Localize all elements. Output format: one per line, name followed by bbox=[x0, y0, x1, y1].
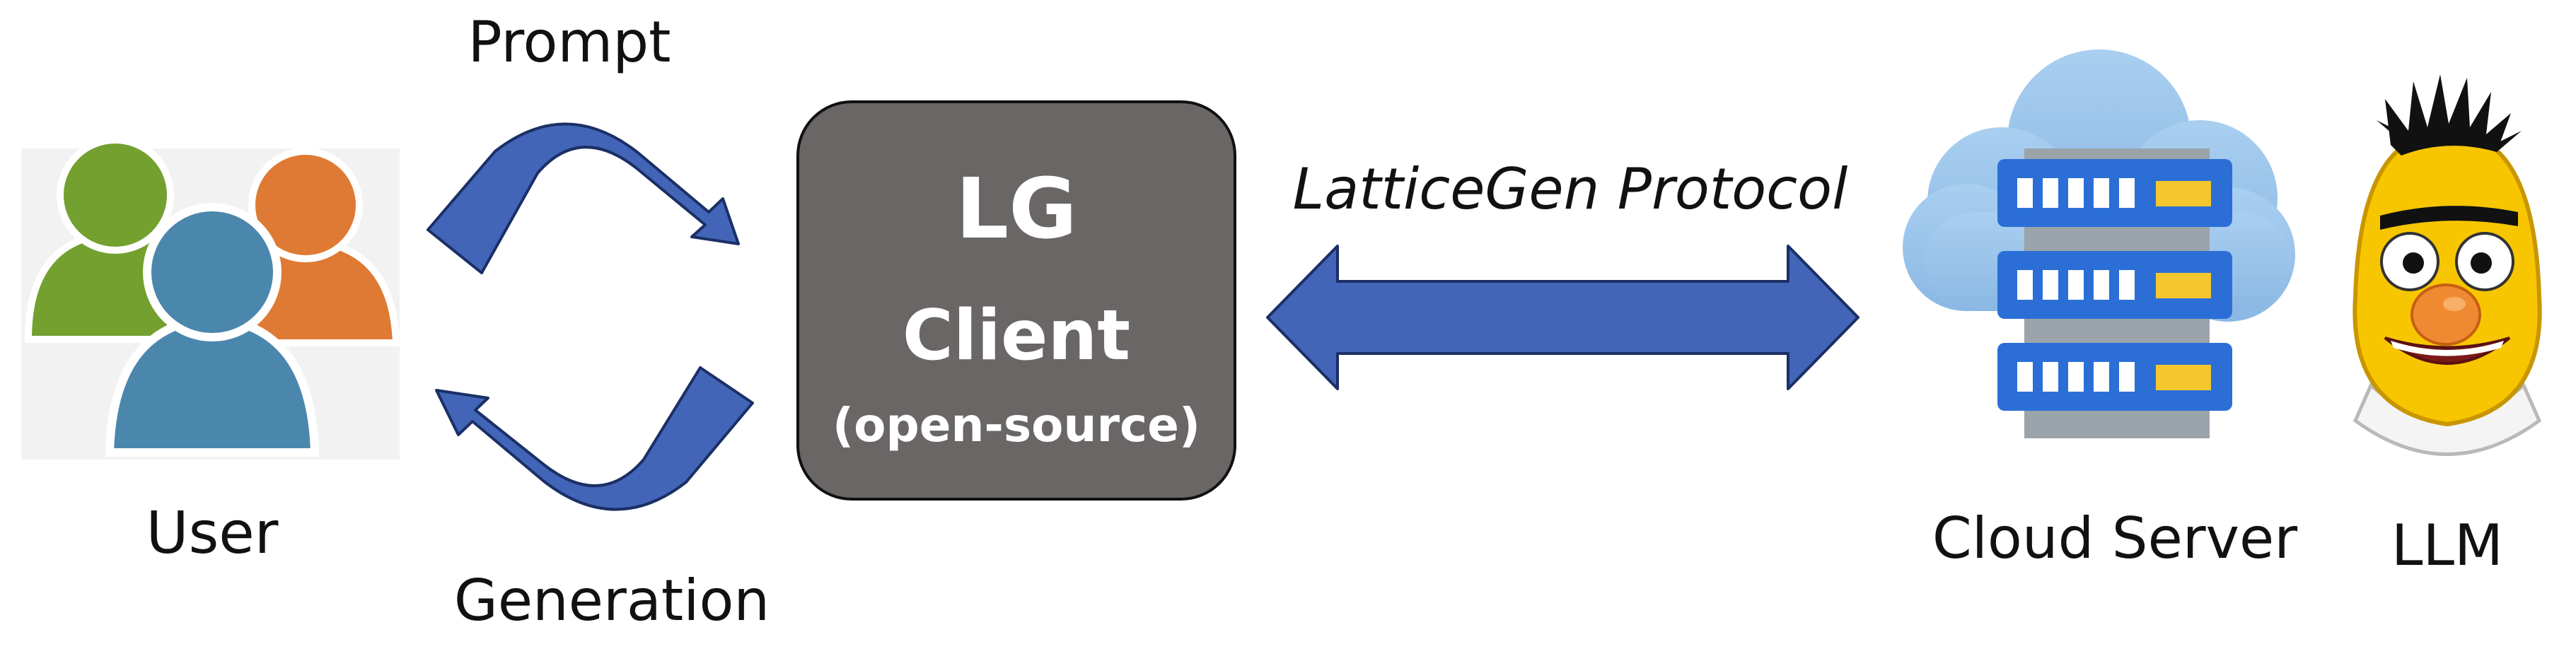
server-unit-3 bbox=[1997, 343, 2232, 411]
protocol-label: LatticeGen Protocol bbox=[1292, 156, 1848, 222]
client-note: (open-source) bbox=[832, 398, 1201, 452]
prompt-label: Prompt bbox=[468, 9, 671, 75]
generation-arrow-shape bbox=[435, 366, 754, 511]
llm-hair bbox=[2377, 74, 2522, 156]
client-subtitle: Client bbox=[902, 296, 1131, 376]
cloud-server-icon bbox=[1903, 49, 2295, 438]
user-blue-person bbox=[105, 203, 320, 457]
llm-character-icon bbox=[2352, 74, 2542, 456]
user-label: User bbox=[146, 500, 279, 567]
prompt-arrow-shape bbox=[427, 122, 740, 274]
llm-nose bbox=[2410, 283, 2481, 346]
cloud-server-label: Cloud Server bbox=[1932, 505, 2298, 571]
server-unit-1 bbox=[1997, 159, 2232, 227]
llm-eyes bbox=[2380, 232, 2514, 291]
generation-label: Generation bbox=[453, 568, 770, 633]
protocol-double-arrow bbox=[1266, 245, 1860, 390]
user-group-icon bbox=[21, 136, 400, 460]
server-unit-2 bbox=[1997, 251, 2232, 319]
client-title: LG bbox=[955, 160, 1078, 257]
llm-head bbox=[2352, 132, 2542, 427]
llm-brow bbox=[2380, 206, 2518, 230]
llm-label: LLM bbox=[2391, 513, 2504, 578]
lg-client-box bbox=[796, 100, 1236, 501]
